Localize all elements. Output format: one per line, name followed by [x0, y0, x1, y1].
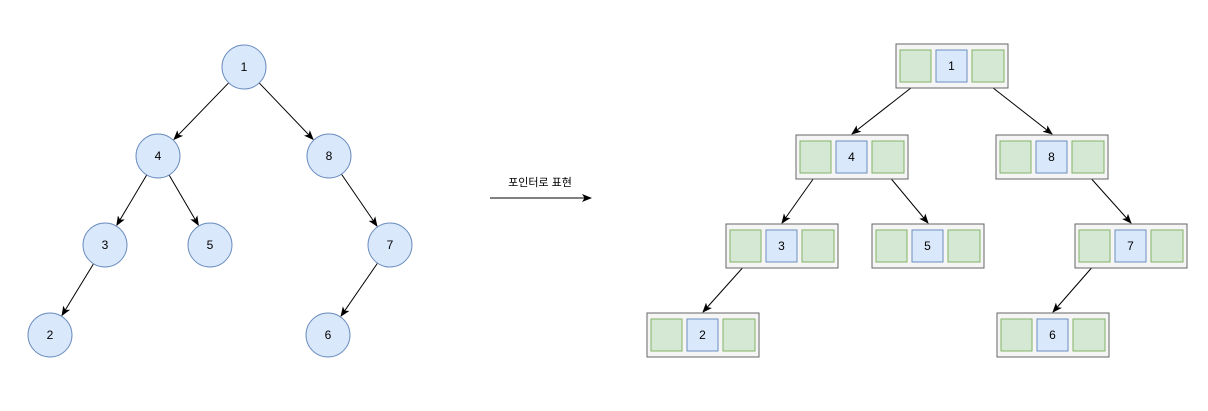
pointer-node-label: 4 — [848, 150, 855, 164]
left-pointer-cell — [650, 318, 683, 352]
pointer-node: 5 — [871, 223, 985, 269]
pointer-node: 2 — [646, 312, 760, 358]
value-cell — [1036, 318, 1069, 352]
right-pointer-cell — [871, 140, 905, 174]
tree-node-circle — [221, 44, 267, 90]
pointer-edge-7-6 — [1052, 263, 1096, 313]
pointer-node-label: 2 — [699, 328, 706, 342]
pointer-node-label: 1 — [948, 59, 955, 73]
tree-node-label: 7 — [387, 238, 394, 252]
tree-node-circle — [305, 312, 351, 358]
pointer-node-label: 5 — [924, 239, 931, 253]
pointer-node: 1 — [895, 43, 1009, 89]
tree-node-label: 1 — [241, 60, 248, 74]
tree-node: 4 — [135, 133, 181, 179]
value-cell — [835, 140, 868, 174]
tree-edge-1-4 — [173, 82, 230, 141]
pointer-node: 4 — [795, 134, 909, 180]
value-cell — [765, 229, 798, 263]
tree-node: 1 — [221, 44, 267, 90]
tree-node-circle — [187, 222, 233, 268]
pointer-node-label: 7 — [1127, 239, 1134, 253]
tree-edge-4-3 — [116, 174, 148, 227]
tree-node-circle — [82, 222, 128, 268]
pointer-node-label: 3 — [778, 239, 785, 253]
pointer-node: 6 — [996, 312, 1110, 358]
value-cell — [935, 49, 968, 83]
tree-node: 3 — [82, 222, 128, 268]
left-pointer-cell — [999, 140, 1032, 174]
pointer-edge-4-5 — [887, 174, 929, 224]
pointer-edge-1-8 — [987, 83, 1053, 135]
right-pointer-cell — [947, 229, 981, 263]
tree-node-circle — [27, 312, 73, 358]
value-cell — [911, 229, 944, 263]
binary-tree-edges — [61, 82, 378, 317]
value-cell — [1035, 140, 1068, 174]
tree-node-label: 3 — [102, 238, 109, 252]
pointer-edge-8-7 — [1087, 174, 1132, 224]
tree-node: 2 — [27, 312, 73, 358]
tree-node-label: 5 — [207, 238, 214, 252]
right-pointer-cell — [722, 318, 756, 352]
tree-edge-3-2 — [61, 263, 94, 317]
pointer-edge-4-3 — [781, 174, 817, 224]
value-cell — [1114, 229, 1147, 263]
right-pointer-cell — [971, 49, 1005, 83]
transform-arrow: 포인터로 표현 — [490, 176, 592, 202]
left-pointer-cell — [875, 229, 908, 263]
tree-node: 8 — [306, 133, 352, 179]
pointer-node: 3 — [725, 223, 839, 269]
tree-node: 7 — [367, 222, 413, 268]
left-pointer-cell — [799, 140, 832, 174]
pointer-node: 7 — [1074, 223, 1188, 269]
right-pointer-cell — [1072, 318, 1106, 352]
right-pointer-cell — [801, 229, 835, 263]
pointer-node: 8 — [995, 134, 1109, 180]
tree-node-label: 6 — [325, 328, 332, 342]
tree-node-label: 4 — [155, 149, 162, 163]
tree-edge-7-6 — [340, 262, 378, 317]
pointer-node-label: 6 — [1049, 328, 1056, 342]
tree-node-label: 8 — [326, 149, 333, 163]
pointer-tree: 1 4 8 3 5 7 2 6 — [646, 43, 1188, 358]
pointer-edge-1-4 — [851, 83, 917, 135]
binary-tree: 1 4 8 3 5 7 2 6 — [27, 44, 413, 358]
right-pointer-cell — [1071, 140, 1105, 174]
tree-node: 6 — [305, 312, 351, 358]
left-pointer-cell — [1000, 318, 1033, 352]
tree-node-label: 2 — [47, 328, 54, 342]
left-pointer-cell — [899, 49, 932, 83]
right-pointer-cell — [1150, 229, 1184, 263]
tree-edge-8-7 — [341, 173, 378, 227]
tree-node-circle — [306, 133, 352, 179]
value-cell — [686, 318, 719, 352]
left-pointer-cell — [729, 229, 762, 263]
pointer-edge-3-2 — [702, 263, 747, 313]
pointer-node-label: 8 — [1048, 150, 1055, 164]
tree-node-circle — [367, 222, 413, 268]
tree-edge-1-8 — [258, 82, 314, 141]
tree-edge-4-5 — [168, 174, 199, 227]
tree-node-circle — [135, 133, 181, 179]
tree-node: 5 — [187, 222, 233, 268]
pointer-tree-edges — [702, 83, 1132, 313]
caption-label: 포인터로 표현 — [508, 176, 572, 189]
left-pointer-cell — [1078, 229, 1111, 263]
